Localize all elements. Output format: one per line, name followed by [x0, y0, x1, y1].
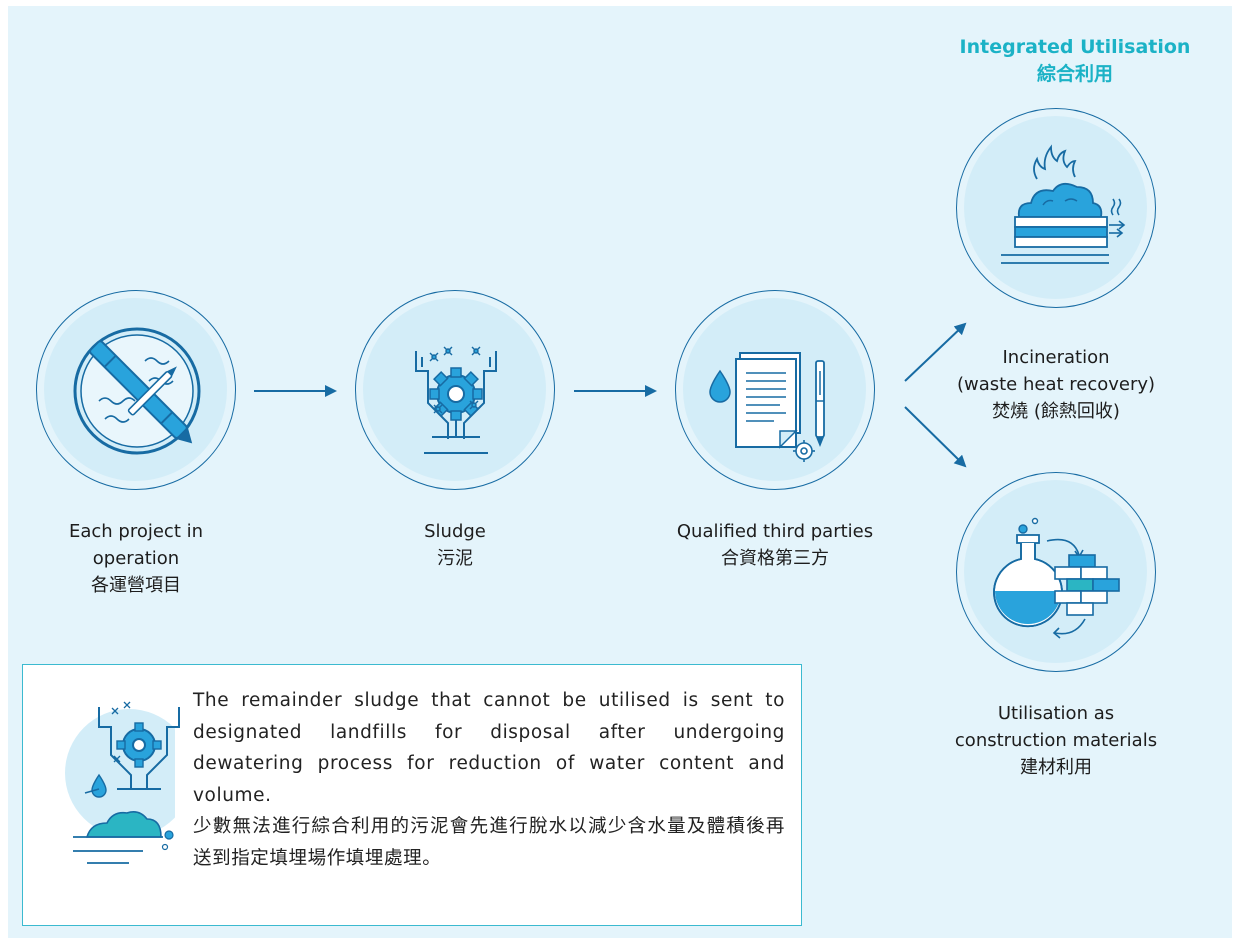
sludge-label-zh: 污泥	[437, 548, 473, 569]
landfill-icon	[65, 685, 219, 885]
construction-label-en-2: construction materials	[954, 730, 1158, 751]
project-label: Each project in operation 各運營項目	[36, 518, 236, 599]
diagram-canvas: Integrated Utilisation 綜合利用	[8, 6, 1232, 938]
sludge-node	[355, 290, 555, 490]
third-party-label: Qualified third parties 合資格第三方	[655, 518, 895, 572]
sludge-label-en: Sludge	[424, 521, 486, 542]
sludge-label: Sludge 污泥	[355, 518, 555, 572]
note-text-en: The remainder sludge that cannot be util…	[193, 690, 785, 806]
construction-materials-icon	[993, 517, 1120, 639]
note-text-zh: 少數無法進行綜合利用的污泥會先進行脫水以減少含水量及體積後再送到指定填埋場作填埋…	[193, 816, 785, 869]
construction-node	[956, 472, 1156, 672]
project-label-zh: 各運營項目	[91, 575, 181, 596]
incineration-node	[956, 108, 1156, 308]
incineration-label-zh: 焚燒 (餘熱回收)	[992, 401, 1120, 422]
project-node	[36, 290, 236, 490]
integrated-utilisation-heading: Integrated Utilisation 綜合利用	[958, 34, 1192, 88]
third-party-label-zh: 合資格第三方	[721, 548, 829, 569]
project-label-en-2: operation	[92, 548, 180, 569]
prohibited-discharge-icon	[73, 327, 201, 455]
construction-label-zh: 建材利用	[1020, 757, 1092, 778]
construction-label-en-1: Utilisation as	[997, 703, 1115, 724]
third-party-node	[675, 290, 875, 490]
construction-label: Utilisation as construction materials 建材…	[926, 700, 1186, 781]
incineration-icon	[1001, 144, 1126, 264]
landfill-note-box: The remainder sludge that cannot be util…	[22, 664, 802, 926]
third-party-label-en: Qualified third parties	[676, 521, 874, 542]
document-contract-icon	[709, 352, 825, 462]
heading-title-en: Integrated Utilisation	[959, 36, 1191, 58]
flow-arrows	[254, 322, 967, 468]
sludge-processing-icon	[415, 346, 497, 454]
landfill-note-text: The remainder sludge that cannot be util…	[193, 685, 785, 874]
heading-title-zh: 綜合利用	[1036, 63, 1113, 85]
arrow-to-incineration	[904, 322, 967, 382]
incineration-label-en-1: Incineration	[1002, 347, 1110, 368]
incineration-label: Incineration (waste heat recovery) 焚燒 (餘…	[926, 344, 1186, 425]
arrow-to-construction	[904, 406, 967, 468]
incineration-label-en-2: (waste heat recovery)	[956, 374, 1156, 395]
project-label-en-1: Each project in	[68, 521, 204, 542]
